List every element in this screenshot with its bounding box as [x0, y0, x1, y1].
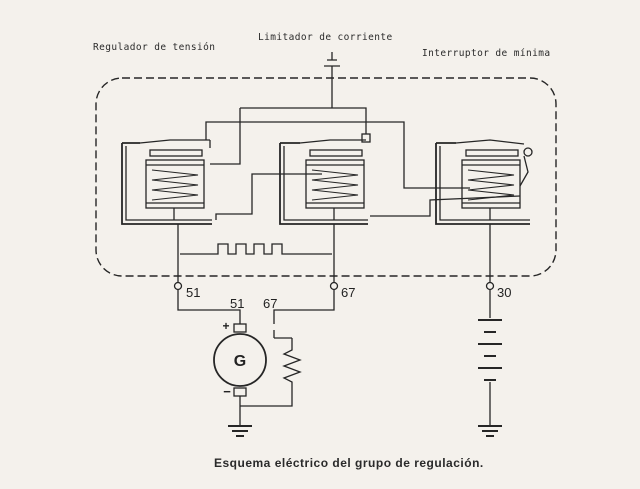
terminal-51-label: 51 — [186, 285, 201, 300]
label-current-limiter: Limitador de corriente — [258, 32, 393, 43]
terminal-51-node — [173, 281, 183, 291]
generator-letter: G — [234, 353, 246, 370]
voltage-regulator-unit — [121, 139, 212, 225]
housing-outline — [95, 77, 557, 277]
generator-terminal-51-label: 51 — [230, 296, 245, 311]
label-voltage-regulator: Regulador de tensión — [93, 42, 216, 53]
cutout-relay-unit — [435, 139, 533, 225]
internal-resistor — [180, 243, 332, 255]
top-terminal-symbol — [324, 52, 340, 67]
generator-ground — [228, 425, 252, 437]
external-wiring — [177, 290, 502, 437]
terminal-67-label: 67 — [341, 285, 356, 300]
current-limiter-unit — [279, 133, 371, 225]
generator-symbol — [213, 333, 267, 387]
label-cutout-relay: Interruptor de mínima — [422, 48, 551, 59]
diagram-caption: Esquema eléctrico del grupo de regulació… — [214, 456, 484, 470]
terminal-30-label: 30 — [497, 285, 512, 300]
field-resistor — [240, 338, 302, 407]
internal-wiring — [205, 66, 521, 220]
generator-plus: + — [222, 319, 229, 333]
battery-ground — [478, 425, 502, 437]
terminal-30-node — [485, 281, 495, 291]
terminal-67-node — [329, 281, 339, 291]
generator-minus: − — [223, 384, 231, 399]
battery-symbol — [478, 319, 502, 381]
generator-terminal-67-label: 67 — [263, 296, 278, 311]
